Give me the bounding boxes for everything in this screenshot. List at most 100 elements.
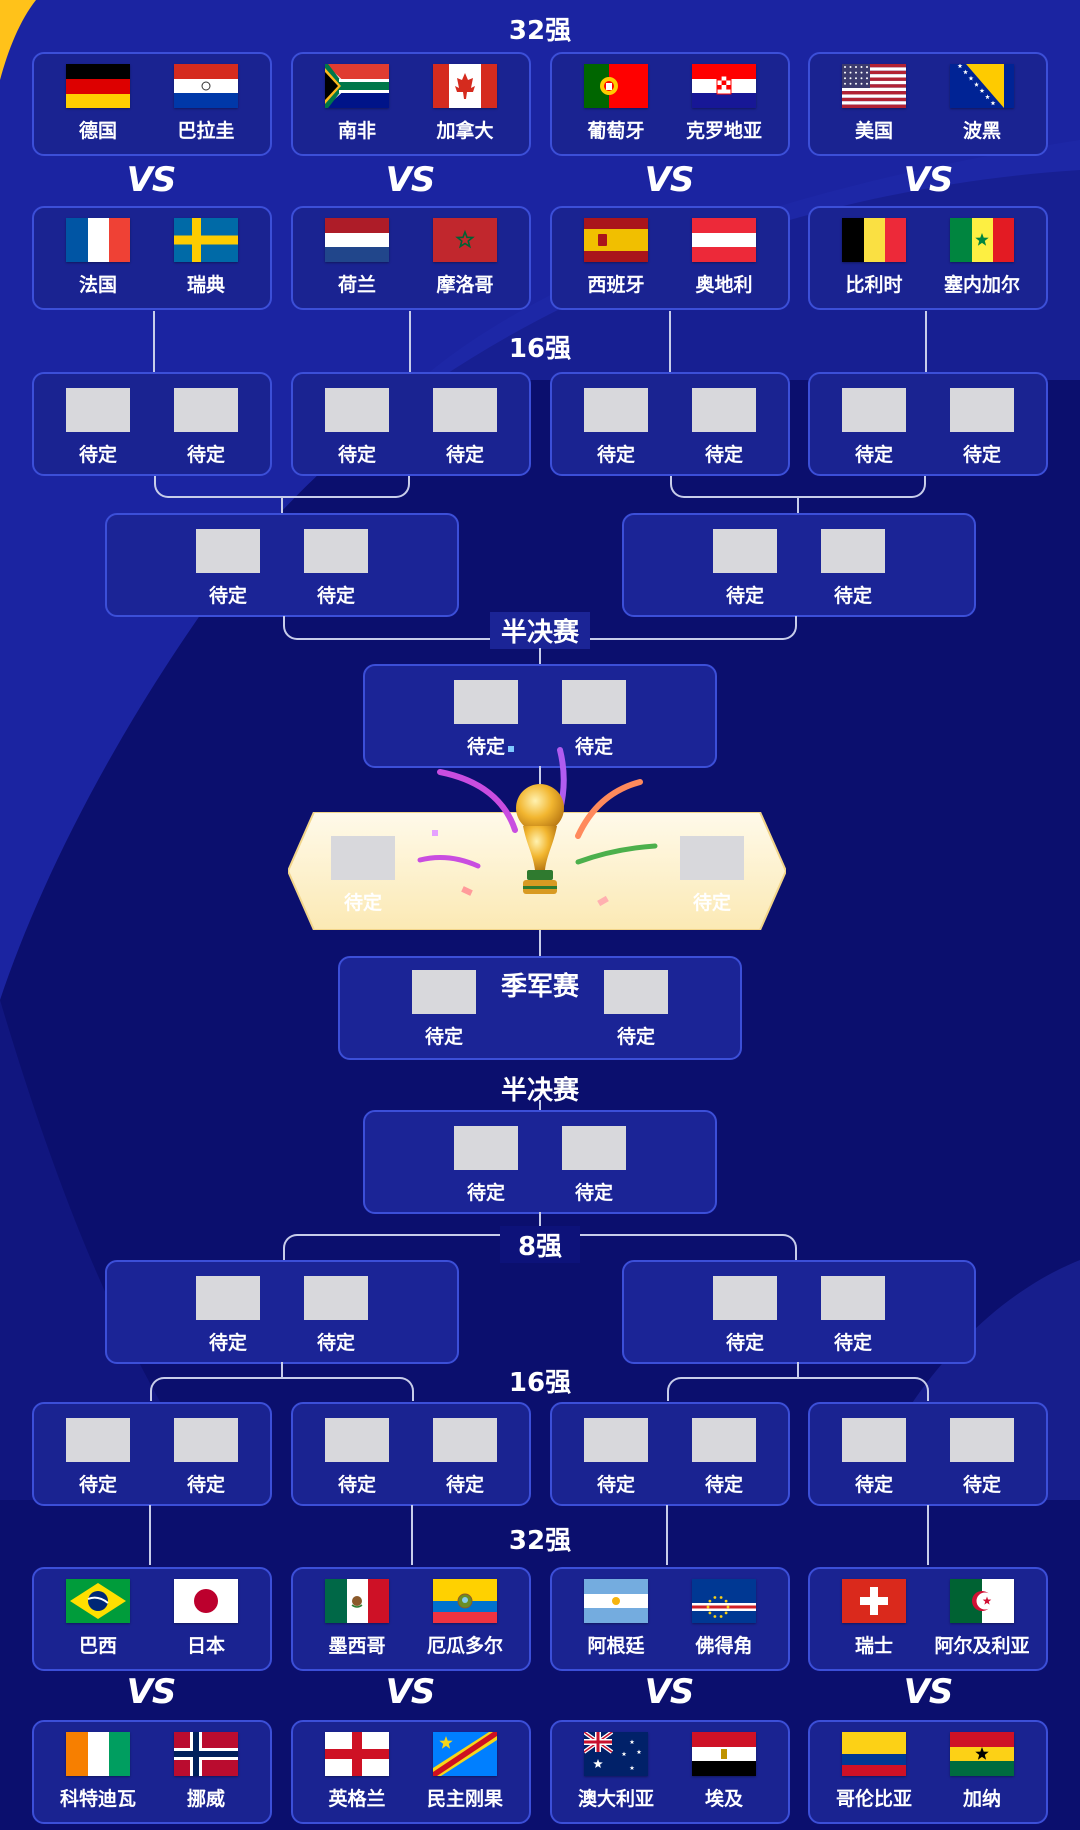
team-name: 待定	[316, 1332, 355, 1354]
flag-placeholder	[692, 388, 756, 432]
flag-dr-congo-icon	[433, 1732, 497, 1776]
flag-placeholder	[325, 388, 389, 432]
flag-placeholder	[842, 388, 906, 432]
bracket-line	[539, 930, 541, 956]
team-name: 比利时	[845, 274, 903, 296]
flag-placeholder	[842, 1418, 906, 1462]
team-name: 佛得角	[695, 1635, 753, 1657]
flag-placeholder	[304, 1276, 368, 1320]
team-name: 塞内加尔	[943, 274, 1020, 296]
bracket-line	[666, 1505, 668, 1565]
team-name: 待定	[616, 1026, 655, 1048]
match-box-tbd[interactable]	[622, 513, 976, 617]
flag-japan-icon	[174, 1579, 238, 1623]
flag-ghana-icon	[950, 1732, 1014, 1776]
team-name: 待定	[962, 444, 1001, 466]
flag-austria-icon	[692, 218, 756, 262]
bracket-line	[149, 1505, 151, 1565]
flag-placeholder	[433, 1418, 497, 1462]
flag-mexico-icon	[325, 1579, 389, 1623]
team-name: 瑞士	[854, 1635, 893, 1657]
flag-placeholder	[196, 529, 260, 573]
team-name: 待定	[208, 585, 247, 607]
flag-canada-icon	[433, 64, 497, 108]
bracket-line	[797, 1362, 799, 1378]
flag-placeholder	[196, 1276, 260, 1320]
flag-placeholder	[66, 388, 130, 432]
flag-placeholder	[713, 1276, 777, 1320]
team-name: 奥地利	[695, 274, 753, 296]
flag-germany-icon	[66, 64, 130, 108]
bracket-line	[925, 311, 927, 373]
flag-placeholder	[454, 1126, 518, 1170]
world-cup-trophy-icon	[511, 782, 569, 902]
team-name: 科特迪瓦	[59, 1788, 136, 1810]
flag-placeholder	[950, 388, 1014, 432]
flag-ecuador-icon	[433, 1579, 497, 1623]
team-name: 葡萄牙	[587, 120, 645, 142]
bracket-line	[539, 1100, 541, 1110]
team-name: 待定	[704, 1474, 743, 1496]
flag-netherlands-icon	[325, 218, 389, 262]
team-name: 待定	[445, 1474, 484, 1496]
top-semi-label: 半决赛	[490, 612, 590, 649]
match-box-tbd[interactable]	[363, 664, 717, 768]
top-r16-label: 16强	[508, 334, 572, 364]
top-r32-label: 32强	[508, 16, 572, 46]
team-name: 厄瓜多尔	[426, 1635, 503, 1657]
flag-morocco-icon	[433, 218, 497, 262]
match-box-tbd[interactable]	[622, 1260, 976, 1364]
flag-ivory-coast-icon	[66, 1732, 130, 1776]
bracket-line	[153, 311, 155, 373]
flag-brazil-icon	[66, 1579, 130, 1623]
team-name: 波黑	[962, 120, 1001, 142]
bracket-line	[670, 476, 926, 498]
flag-norway-icon	[174, 1732, 238, 1776]
team-name: 待定	[208, 1332, 247, 1354]
flag-placeholder	[584, 1418, 648, 1462]
team-name: 墨西哥	[328, 1635, 386, 1657]
team-name: 待定	[833, 1332, 872, 1354]
team-name: 民主刚果	[426, 1788, 503, 1810]
team-name: 待定	[445, 444, 484, 466]
team-name: 日本	[186, 1635, 225, 1657]
match-box-tbd[interactable]	[363, 1110, 717, 1214]
team-name: 待定	[962, 1474, 1001, 1496]
flag-placeholder	[304, 529, 368, 573]
team-name: 待定	[574, 736, 613, 758]
team-name: 待定	[574, 1182, 613, 1204]
flag-placeholder	[692, 1418, 756, 1462]
flag-placeholder	[174, 388, 238, 432]
team-name: 待定	[424, 1026, 463, 1048]
third-place-label: 季军赛	[500, 972, 579, 1002]
flag-placeholder	[562, 1126, 626, 1170]
bracket-line	[411, 1505, 413, 1565]
bracket-line	[927, 1505, 929, 1565]
bracket-line	[281, 1362, 283, 1378]
flag-placeholder	[680, 836, 744, 880]
vs-label: VS	[385, 1672, 436, 1712]
team-name: 埃及	[704, 1788, 743, 1810]
bracket-line	[150, 1377, 414, 1401]
third-place-box[interactable]	[338, 956, 742, 1060]
team-name: 巴拉圭	[177, 120, 235, 142]
match-box-tbd[interactable]	[105, 513, 459, 617]
team-name: 西班牙	[587, 274, 645, 296]
flag-placeholder	[174, 1418, 238, 1462]
team-name: 南非	[337, 120, 376, 142]
team-name: 待定	[854, 444, 893, 466]
team-name: 待定	[78, 1474, 117, 1496]
team-name: 待定	[692, 892, 731, 914]
flag-switzerland-icon	[842, 1579, 906, 1623]
flag-australia-icon	[584, 1732, 648, 1776]
flag-placeholder	[821, 529, 885, 573]
flag-croatia-icon	[692, 64, 756, 108]
flag-placeholder	[66, 1418, 130, 1462]
team-name: 待定	[186, 444, 225, 466]
vs-label: VS	[903, 160, 954, 200]
team-name: 哥伦比亚	[835, 1788, 912, 1810]
bracket-line	[539, 1212, 541, 1234]
flag-colombia-icon	[842, 1732, 906, 1776]
flag-spain-icon	[584, 218, 648, 262]
team-name: 英格兰	[328, 1788, 386, 1810]
